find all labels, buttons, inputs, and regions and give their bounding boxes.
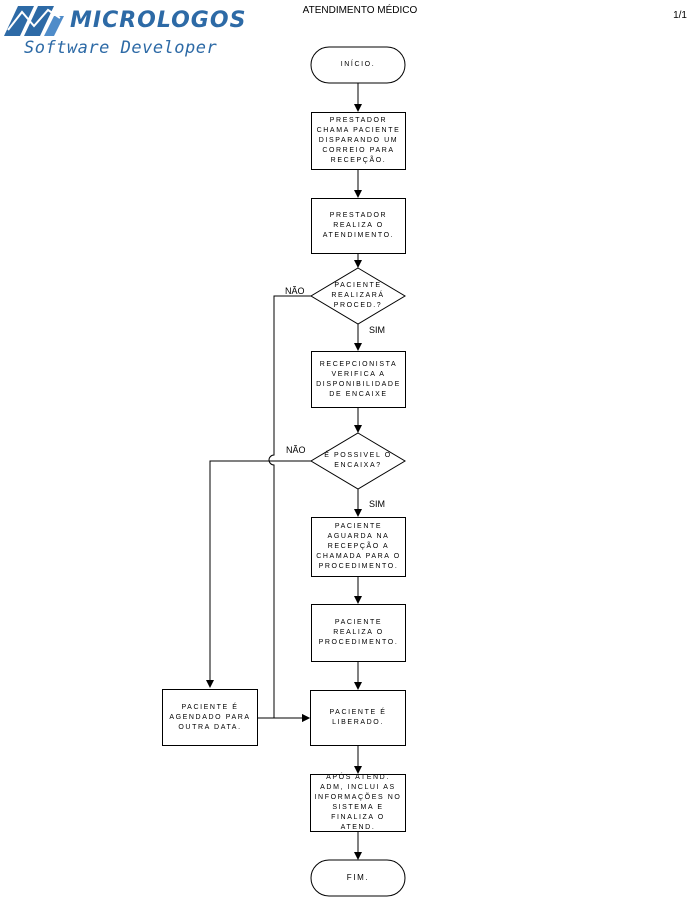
company-logo: MICROLOGOS Software Developer	[4, 2, 245, 60]
logo-wordmark: MICROLOGOS	[70, 8, 247, 33]
step-finalize-attendance: APÓS ATEND. ADM, INCLUI AS INFORMAÇÕES N…	[310, 774, 406, 832]
arrow-decision1-no	[268, 295, 311, 722]
logo-mark-icon	[4, 6, 64, 36]
start-label: INÍCIO.	[340, 61, 376, 68]
step-call-patient: PRESTADOR CHAMA PACIENTE DISPARANDO UM C…	[311, 112, 406, 170]
step-schedule-other-date: PACIENTE É AGENDADO PARA OUTRA DATA.	[162, 689, 258, 746]
decision-fit-label: É POSSIVEL O ENCAIXA?	[324, 452, 392, 469]
step-wait-reception: PACIENTE AGUARDA NA RECEPÇÃO A CHAMADA P…	[311, 517, 406, 577]
step-patient-released: PACIENTE É LIBERADO.	[310, 690, 406, 746]
arrow-decision2-no	[206, 460, 311, 688]
end-label: FIM.	[346, 873, 370, 882]
step-perform-procedure: PACIENTE REALIZA O PROCEDIMENTO.	[311, 604, 406, 662]
decision1-no-label: NÃO	[285, 286, 305, 296]
decision2-yes-label: SIM	[369, 499, 386, 509]
decision-procedure-label: PACIENTE REALIZARÁ PROCED.?	[331, 282, 385, 309]
logo-tagline: Software Developer	[24, 38, 218, 58]
page-number: 1/1	[673, 10, 687, 21]
decision2-no-label: NÃO	[286, 445, 306, 455]
page-title: ATENDIMENTO MÉDICO	[302, 5, 418, 16]
end-terminator	[310, 859, 406, 897]
step-perform-attendance: PRESTADOR REALIZA O ATENDIMENTO.	[311, 198, 406, 254]
step-check-availability: RECEPCIONISTA VERIFICA A DISPONIBILIDADE…	[311, 351, 406, 408]
decision1-yes-label: SIM	[369, 325, 386, 335]
